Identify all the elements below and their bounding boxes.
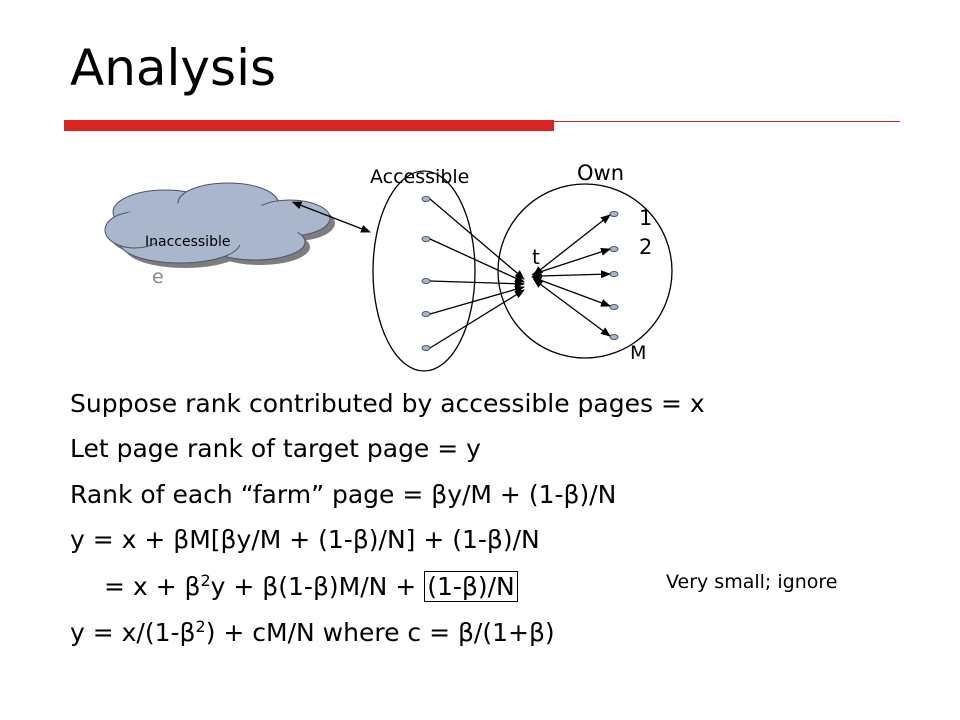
slide-title: Analysis xyxy=(70,39,277,97)
equation-line-2: Let page rank of target page = y xyxy=(70,434,481,463)
ignored-term-box: (1-β)/N xyxy=(424,571,518,602)
own-farm-circle xyxy=(497,183,673,359)
equation-line-5: = x + β2y + β(1-β)M/N + (1-β)/N xyxy=(104,571,518,602)
cloud-label: Inaccessible xyxy=(145,234,231,250)
farm-page-label-2: 2 xyxy=(639,235,653,259)
target-page-label: t xyxy=(532,245,540,269)
inaccessible-cloud xyxy=(104,182,335,268)
cloud-accessible-link xyxy=(291,201,371,233)
target-farm-links xyxy=(531,214,611,337)
accessible-label: Accessible xyxy=(370,166,470,188)
ignore-note: Very small; ignore xyxy=(666,571,838,593)
accessible-set-ellipse xyxy=(372,170,476,372)
farm-page-label-m: M xyxy=(630,342,647,364)
farm-page-label-1: 1 xyxy=(639,206,653,230)
accessible-to-target-links xyxy=(429,198,525,349)
equation-line-4: y = x + βM[βy/M + (1-β)/N] + (1-β)/N xyxy=(70,525,540,554)
title-underline-thick xyxy=(64,120,554,131)
equation-line-3: Rank of each “farm” page = βy/M + (1-β)/… xyxy=(70,480,617,509)
own-label: Own xyxy=(577,161,625,185)
cloud-label-echo: e xyxy=(152,266,164,288)
equation-line-6: y = x/(1-β2) + cM/N where c = β/(1+β) xyxy=(70,617,555,647)
equation-line-1: Suppose rank contributed by accessible p… xyxy=(70,389,705,418)
accessible-nodes xyxy=(421,196,431,351)
farm-nodes xyxy=(609,211,619,340)
